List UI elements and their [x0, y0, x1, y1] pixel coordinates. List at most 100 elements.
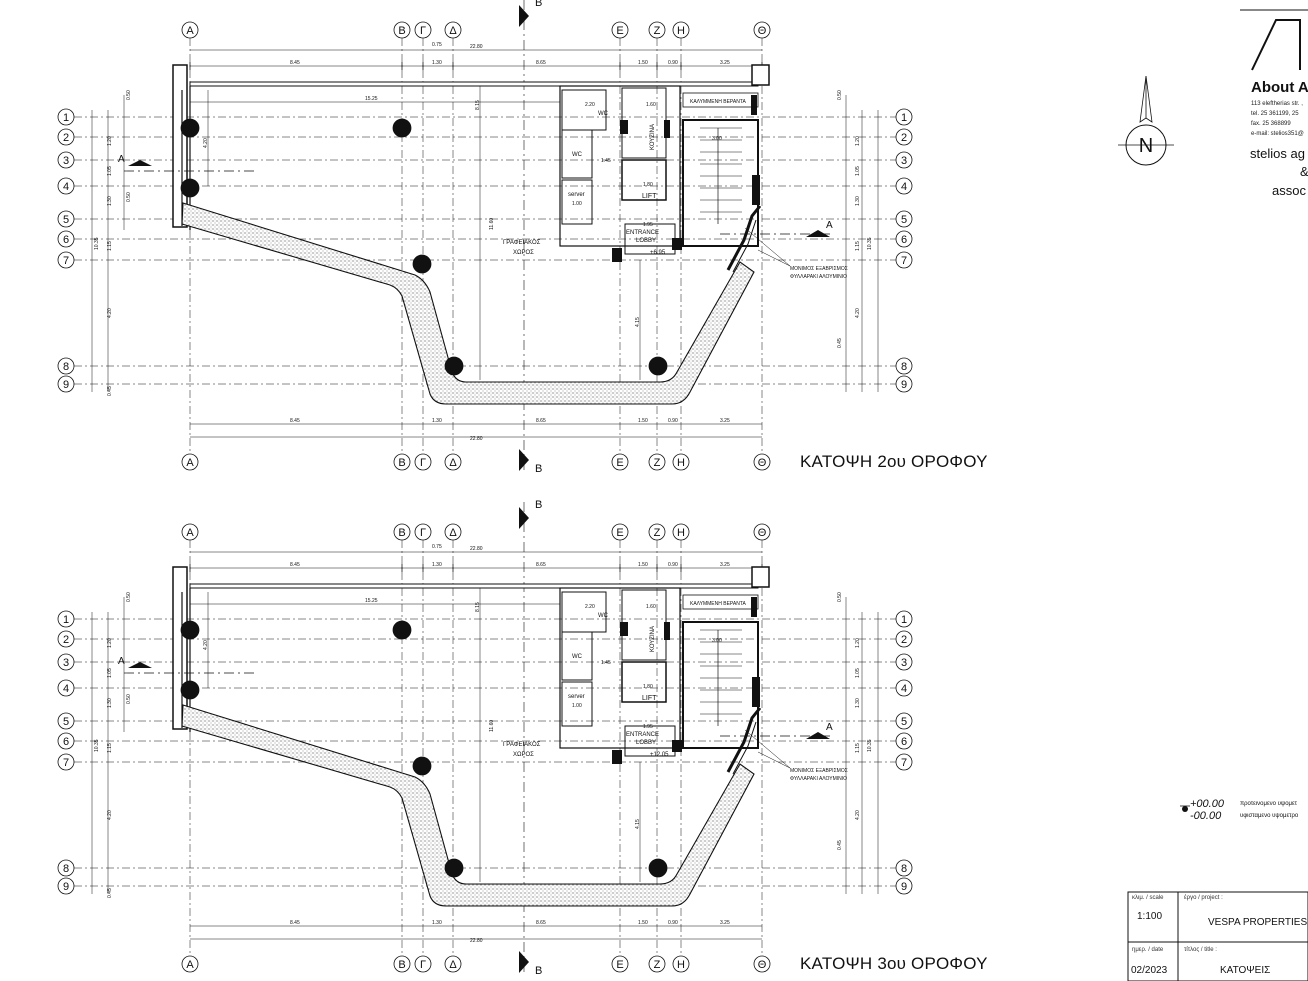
room-label-lobby: LOBBY [636, 238, 656, 244]
left-wall [172, 566, 188, 730]
grid-row-label: 4 [63, 181, 69, 193]
grid-row-label: 3 [63, 155, 69, 167]
section-marker-a [128, 662, 152, 668]
grid-column-bubble [611, 453, 629, 471]
dimension-text: 3.25 [720, 418, 730, 424]
dimension-text: 0.45 [107, 386, 113, 396]
grid-column-label: Α [186, 959, 194, 971]
dimension-text: 15.25 [365, 598, 378, 604]
grid-row-label: 6 [63, 234, 69, 246]
plan-title-3rd-floor: ΚΑΤΟΨΗ 3ου ΟΡΟΦΟΥ [800, 954, 988, 973]
dimension-text: 4.20 [203, 138, 209, 148]
grid-row-label: 2 [63, 634, 69, 646]
grid-column-label: Θ [758, 959, 767, 971]
room-label-office: ΓΡΑΦΕΙΑΚΟΣ [503, 240, 541, 246]
note-leader [744, 729, 791, 769]
note-label: ΦΥΛΛΑΡΑΚΙ ΑΛΟΥΜΙΝΙΟ [790, 776, 847, 782]
dimension-text: 4.15 [635, 317, 641, 327]
firm-address: 113 eleftherias str. , [1251, 101, 1303, 107]
note-label: ΜΟΝΙΜΟΣ ΕΞΑΒΡΙΣΜΟΣ [790, 768, 848, 774]
section-marker-a [806, 230, 830, 237]
grid-column-label: Β [398, 457, 405, 469]
grid-row-label: 9 [63, 881, 69, 893]
project-label: έργο / project : [1184, 895, 1223, 901]
grid-row-label: 6 [63, 736, 69, 748]
grid-column-label: Ζ [654, 457, 661, 469]
dimension-text: 1.20 [107, 638, 113, 648]
grid-column-bubble [753, 955, 771, 973]
structural-column [392, 118, 412, 138]
dimension-text: 1.30 [432, 920, 442, 926]
grid-row-label: 9 [901, 881, 907, 893]
dimension-text: 4.20 [107, 308, 113, 318]
legend-existing-text: υφισταμενο υψομετρο [1240, 813, 1299, 819]
room-label-wc: WC [572, 654, 583, 660]
dimension-text: 22.80 [470, 938, 483, 944]
grid-row-label: 7 [901, 255, 907, 267]
room-dimension-text: 1.95 [643, 724, 653, 730]
plan-title-2nd-floor: ΚΑΤΟΨΗ 2ου ΟΡΟΦΟΥ [800, 452, 988, 471]
note-label: ΦΥΛΛΑΡΑΚΙ ΑΛΟΥΜΙΝΙΟ [790, 274, 847, 280]
room-label-office: ΓΡΑΦΕΙΑΚΟΣ [503, 742, 541, 748]
service-core-outline [559, 85, 681, 247]
grid-row-label: 6 [901, 234, 907, 246]
wc-room-2 [561, 129, 593, 179]
grid-column-label: Γ [420, 527, 426, 539]
grid-column-label: Γ [420, 25, 426, 37]
dimension-text: 3.25 [720, 920, 730, 926]
wall-block [612, 750, 622, 764]
grid-column-label: Γ [420, 959, 426, 971]
grid-column-label: Ε [616, 527, 623, 539]
grid-row-label: 7 [63, 757, 69, 769]
grid-row-label: 8 [901, 863, 907, 875]
room-label-lift: LIFT [642, 193, 657, 200]
wc-room-1 [561, 89, 607, 131]
legend-proposed-text: προτεινομενο υψομετ [1240, 801, 1298, 807]
lift-shaft [621, 159, 667, 201]
room-label-wc: WC [572, 152, 583, 158]
grid-row-label: 8 [63, 361, 69, 373]
section-label-b: Β [535, 0, 542, 9]
dimension-text: 8.45 [290, 418, 300, 424]
grid-column-bubble [181, 453, 199, 471]
grid-column-label: Β [398, 527, 405, 539]
dimension-text: 1.05 [855, 668, 861, 678]
grid-row-label: 5 [63, 716, 69, 728]
dimension-text: 0.50 [837, 90, 843, 100]
grid-column-label: Δ [449, 527, 457, 539]
grid-column-label: Ζ [654, 25, 661, 37]
grid-column-label: Β [398, 959, 405, 971]
dimension-text: 8.65 [536, 418, 546, 424]
dimension-text: 4.20 [107, 810, 113, 820]
wall-block [620, 622, 628, 636]
dimension-text: 0.50 [837, 592, 843, 602]
dimension-text: 1.20 [107, 136, 113, 146]
grid-row-label: 4 [901, 683, 907, 695]
grid-row-label: 4 [901, 181, 907, 193]
room-dimension-text: 1.00 [572, 703, 582, 709]
structural-column [648, 858, 668, 878]
title-value: ΚΑΤΟΨΕΙΣ [1220, 965, 1271, 976]
dimension-text: 11.60 [489, 218, 495, 230]
grid-column-label: Α [186, 527, 194, 539]
dimension-text: 0.90 [668, 562, 678, 568]
grid-row-label: 9 [63, 379, 69, 391]
dimension-text: 4.20 [855, 308, 861, 318]
wall-block [664, 622, 670, 640]
dimension-text: 1.05 [107, 166, 113, 176]
grid-row-label: 2 [901, 634, 907, 646]
hatched-balcony-slab [181, 202, 755, 405]
room-dimension-text: 1.60 [646, 604, 656, 610]
wall-block [612, 248, 622, 262]
section-label-b: Β [535, 463, 542, 475]
room-label-lobby: LOBBY [636, 740, 656, 746]
dimension-text: 0.45 [837, 840, 843, 850]
room-label-lift: LIFT [642, 695, 657, 702]
section-label-b: Β [535, 499, 542, 511]
grid-column-label: Θ [758, 527, 767, 539]
date-value: 02/2023 [1131, 965, 1168, 976]
firm-name: About A [1251, 79, 1308, 96]
grid-row-label: 2 [901, 132, 907, 144]
grid-row-label: 3 [63, 657, 69, 669]
grid-column-bubble [393, 453, 411, 471]
